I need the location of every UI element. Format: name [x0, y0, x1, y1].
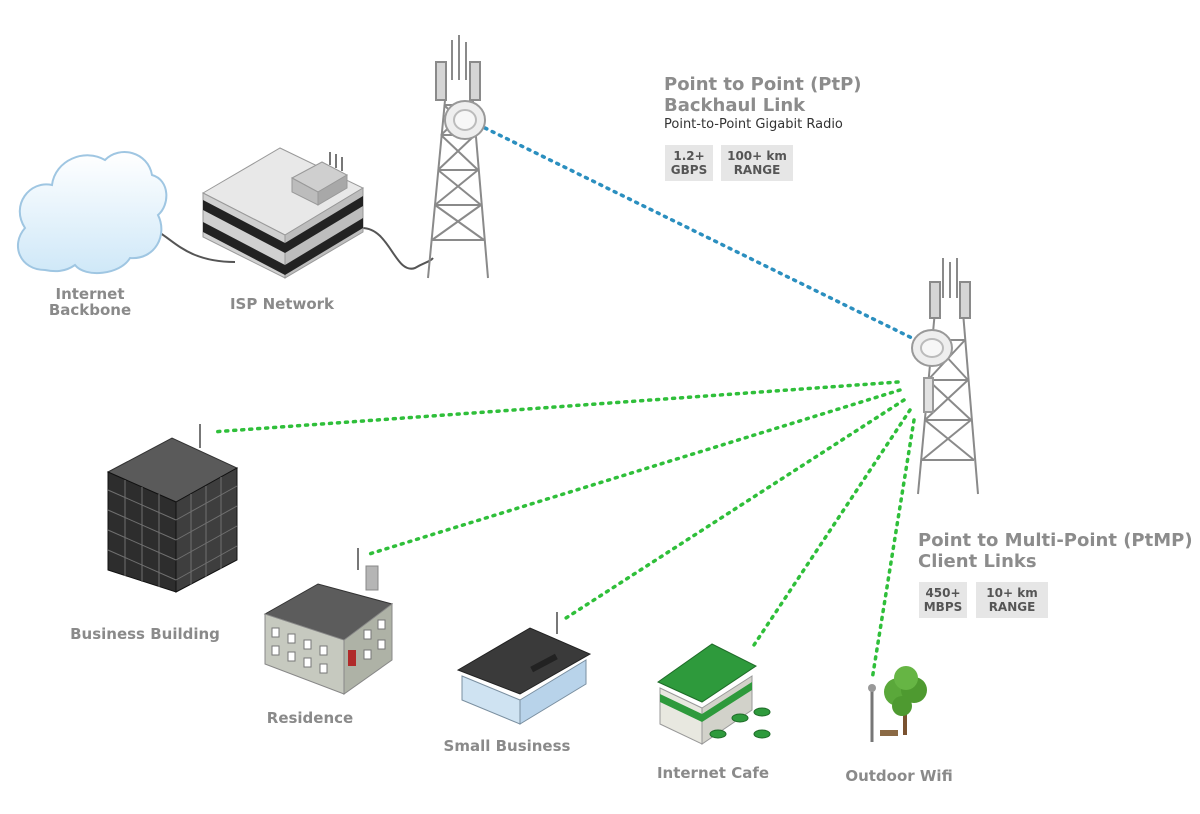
client-link-residence — [364, 388, 902, 557]
internet-cafe-label: Internet Cafe — [656, 764, 770, 782]
ptp-throughput-badge: 1.2+ GBPS — [665, 145, 713, 181]
ptp-tower-icon — [427, 35, 489, 279]
residence-icon — [263, 548, 394, 695]
ptp-subtitle: Point-to-Point Gigabit Radio — [664, 117, 843, 132]
isp-building-icon — [201, 147, 365, 279]
business-building-label: Business Building — [70, 625, 220, 643]
ptmp-throughput-badge: 450+ MBPS — [919, 582, 967, 618]
ptp-range-badge: 100+ km RANGE — [721, 145, 793, 181]
business-building-icon — [106, 424, 239, 593]
outdoor-wifi-label: Outdoor Wifi — [845, 767, 953, 785]
ptmp-title: Point to Multi-Point (PtMP) Client Links — [918, 530, 1193, 572]
internet-cafe-icon — [656, 643, 771, 745]
client-link-outdoor-wifi — [870, 418, 916, 682]
small-business-label: Small Business — [443, 737, 571, 755]
client-link-small-business — [564, 398, 906, 620]
client-links — [210, 380, 916, 682]
ptmp-tower-icon — [911, 258, 979, 495]
ptmp-range-badge: 10+ km RANGE — [976, 582, 1048, 618]
isp-network-label: ISP Network — [229, 295, 335, 313]
ptp-title: Point to Point (PtP) Backhaul Link — [664, 74, 862, 116]
outdoor-wifi-icon — [868, 666, 927, 742]
backhaul-link — [483, 126, 914, 340]
internet-cloud-icon — [16, 151, 168, 275]
cable-isp-to-tower — [361, 227, 434, 270]
client-link-internet-cafe — [750, 408, 912, 650]
residence-label: Residence — [266, 709, 354, 727]
small-business-icon — [456, 612, 592, 725]
internet-backbone-label: Internet Backbone — [48, 285, 132, 319]
client-link-business-building — [210, 380, 900, 434]
